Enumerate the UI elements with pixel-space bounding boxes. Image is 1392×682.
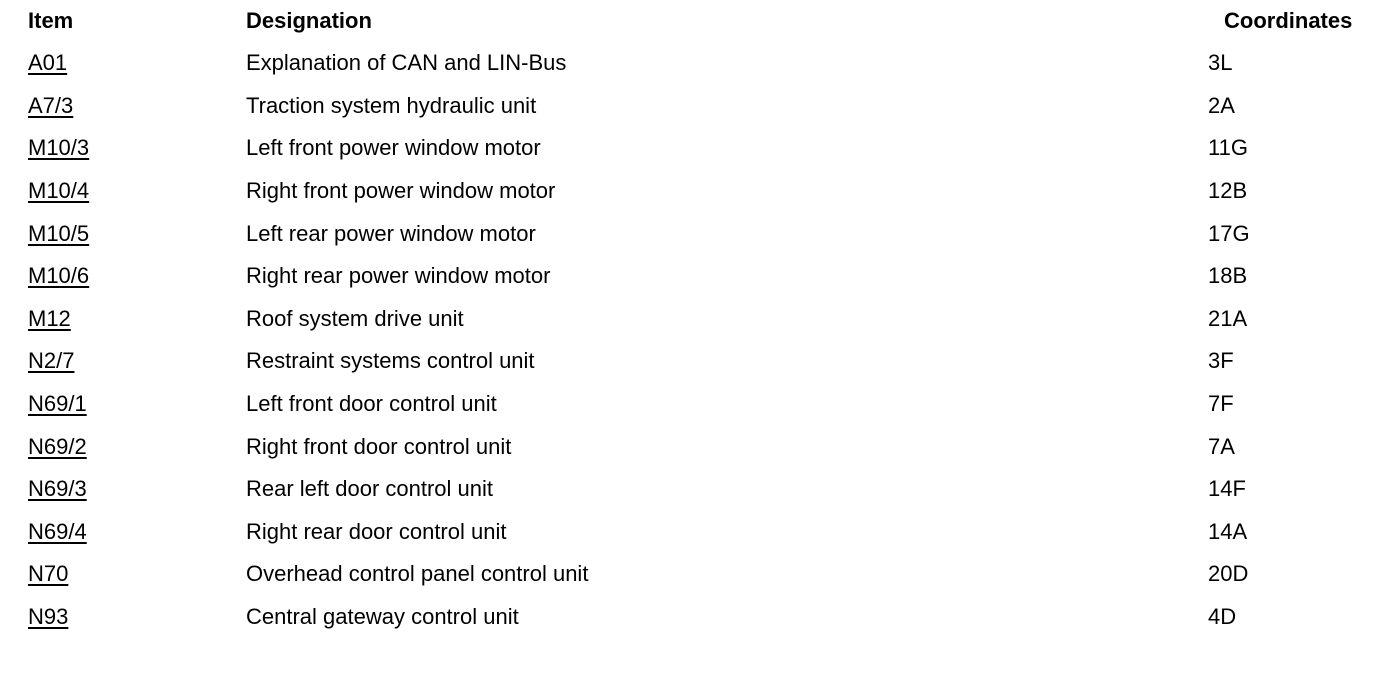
item-cell: N69/2 [0,425,246,468]
item-link-m10-3[interactable]: M10/3 [28,135,90,161]
designation-cell: Right rear door control unit [246,518,507,544]
item-link-n69-2[interactable]: N69/2 [28,433,87,459]
coordinates-cell: 7A [1208,433,1235,459]
coordinates-cell: 4D [1208,604,1237,630]
table-row: M10/6 Right rear power window motor 18B [0,255,1392,298]
table-row: N2/7 Restraint systems control unit 3F [0,340,1392,383]
item-link-n69-4[interactable]: N69/4 [28,518,87,544]
item-link-n70[interactable]: N70 [28,561,69,587]
item-cell: M10/6 [0,255,246,298]
designation-cell: Central gateway control unit [246,604,519,630]
table-header: Item Designation Coordinates [0,0,1392,42]
coordinates-cell: 7F [1208,391,1234,417]
coordinates-cell: 3F [1208,348,1234,374]
designation-cell: Traction system hydraulic unit [246,92,537,118]
table-row: M12 Roof system drive unit 21A [0,298,1392,341]
coordinates-cell: 11G [1208,135,1248,161]
item-cell: N2/7 [0,340,246,383]
table-row: M10/4 Right front power window motor 12B [0,170,1392,213]
coordinates-cell: 20D [1208,561,1249,587]
header-coordinates: Coordinates [1224,8,1353,33]
table-row: A01 Explanation of CAN and LIN-Bus 3L [0,42,1392,85]
table-row: A7/3 Traction system hydraulic unit 2A [0,85,1392,128]
table-row: N69/1 Left front door control unit 7F [0,383,1392,426]
designation-cell: Right front power window motor [246,178,556,204]
table-row: M10/5 Left rear power window motor 17G [0,212,1392,255]
table-row: N69/3 Rear left door control unit 14F [0,468,1392,511]
designation-cell: Left rear power window motor [246,220,536,246]
coordinates-cell: 21A [1208,305,1248,331]
item-link-m10-4[interactable]: M10/4 [28,178,90,204]
designation-cell: Rear left door control unit [246,476,494,502]
item-link-n93[interactable]: N93 [28,604,69,630]
table-body: A01 Explanation of CAN and LIN-Bus 3L A7… [0,42,1392,638]
item-cell: N69/4 [0,511,246,554]
coordinates-cell: 3L [1208,50,1233,76]
designation-cell: Right front door control unit [246,433,512,459]
table-row: N69/2 Right front door control unit 7A [0,425,1392,468]
designation-cell: Left front door control unit [246,391,497,417]
designation-cell: Left front power window motor [246,135,541,161]
item-link-a7-3[interactable]: A7/3 [28,92,74,118]
table-row: N93 Central gateway control unit 4D [0,596,1392,639]
item-link-n69-3[interactable]: N69/3 [28,476,87,502]
item-link-m10-5[interactable]: M10/5 [28,220,90,246]
item-cell: A01 [0,42,246,85]
coordinates-cell: 14A [1208,518,1248,544]
coordinates-cell: 17G [1208,220,1250,246]
coordinates-cell: 2A [1208,92,1235,118]
coordinates-cell: 12B [1208,178,1248,204]
item-link-m10-6[interactable]: M10/6 [28,263,90,289]
item-cell: M12 [0,298,246,341]
item-cell: N70 [0,553,246,596]
item-cell: M10/5 [0,212,246,255]
item-cell: N69/3 [0,468,246,511]
designation-cell: Right rear power window motor [246,263,551,289]
table-row: N70 Overhead control panel control unit … [0,553,1392,596]
table-row: N69/4 Right rear door control unit 14A [0,511,1392,554]
item-cell: A7/3 [0,85,246,128]
coordinates-cell: 18B [1208,263,1248,289]
item-cell: M10/3 [0,127,246,170]
item-link-m12[interactable]: M12 [28,305,71,331]
item-cell: N69/1 [0,383,246,426]
item-cell: N93 [0,596,246,639]
component-legend-table: Item Designation Coordinates A01 Explana… [0,0,1392,638]
header-item: Item [28,8,74,33]
header-row: Item Designation Coordinates [0,0,1392,42]
item-link-a01[interactable]: A01 [28,50,68,76]
designation-cell: Roof system drive unit [246,305,464,331]
header-designation: Designation [246,8,372,33]
item-cell: M10/4 [0,170,246,213]
item-link-n2-7[interactable]: N2/7 [28,348,75,374]
designation-cell: Restraint systems control unit [246,348,535,374]
coordinates-cell: 14F [1208,476,1246,502]
item-link-n69-1[interactable]: N69/1 [28,391,87,417]
designation-cell: Explanation of CAN and LIN-Bus [246,50,567,76]
designation-cell: Overhead control panel control unit [246,561,589,587]
table-row: M10/3 Left front power window motor 11G [0,127,1392,170]
